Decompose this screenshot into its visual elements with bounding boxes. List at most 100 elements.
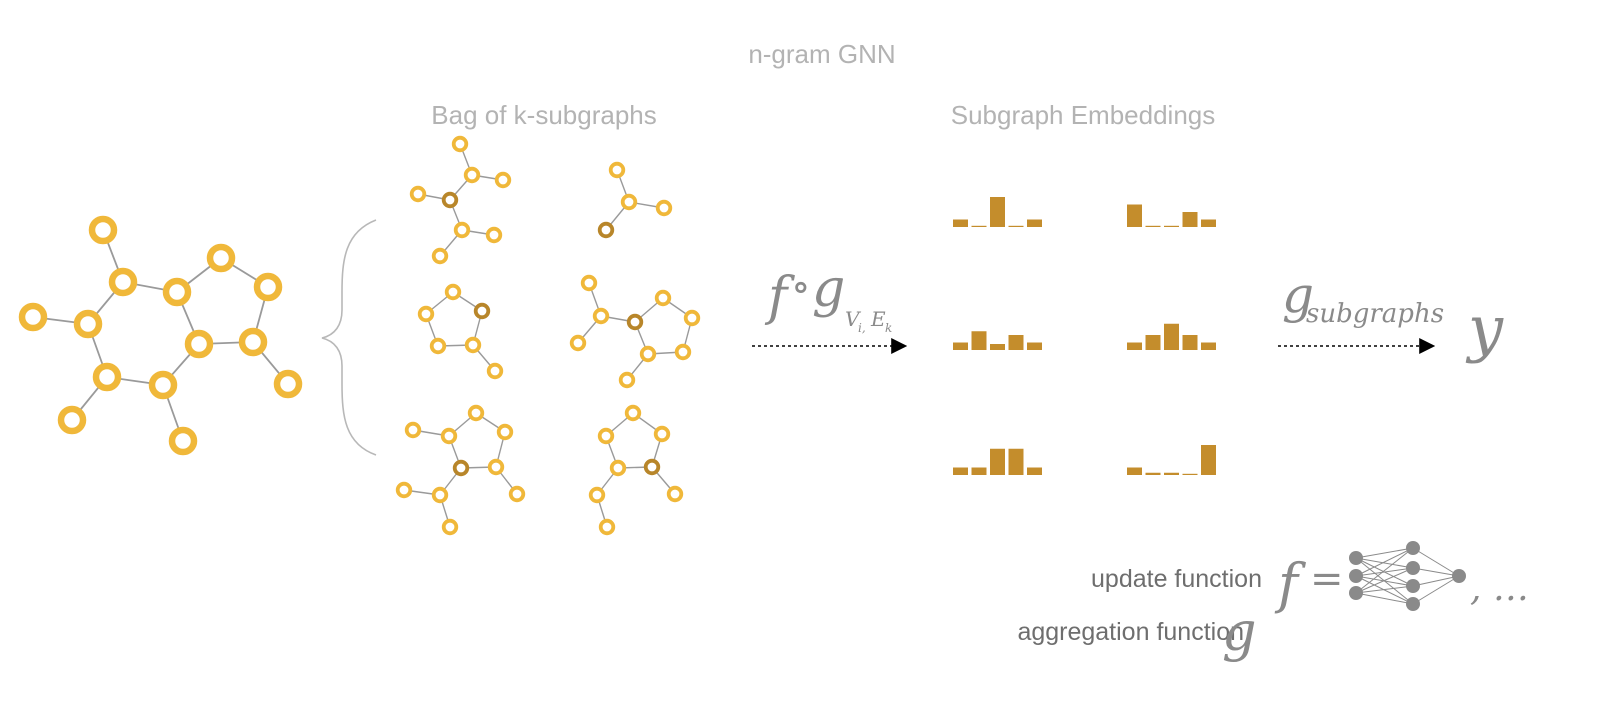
- embedding-bar: [1182, 335, 1198, 350]
- subgraph-root-node: [473, 302, 491, 320]
- nn-edge: [1355, 547, 1414, 594]
- subgraph-node: [404, 421, 422, 439]
- subgraph-root-node: [452, 459, 470, 477]
- nn-neuron: [1406, 541, 1420, 555]
- subgraph-node: [494, 171, 512, 189]
- subgraph-node: [609, 459, 627, 477]
- embedding-bar: [1127, 204, 1142, 227]
- update-f-symbol: f: [1274, 552, 1306, 615]
- graph-node: [88, 215, 118, 245]
- subgraph-node: [417, 305, 435, 323]
- subgraph-node: [666, 485, 684, 503]
- embedding-bar: [953, 219, 968, 227]
- subgraph-node: [440, 427, 458, 445]
- embedding-bar: [1182, 212, 1198, 227]
- subgraph-node: [429, 337, 447, 355]
- nn-edge: [1412, 567, 1460, 577]
- subgraph-node: [624, 404, 642, 422]
- bag-of-subgraphs: [395, 135, 701, 536]
- subgraph-node: [441, 518, 459, 536]
- subgraph-node: [620, 193, 638, 211]
- embedding-bar: [1027, 342, 1042, 350]
- embedding-bar: [1201, 342, 1216, 350]
- embedding-bar: [990, 448, 1005, 475]
- sub-i: i,: [858, 321, 866, 335]
- embedding-bar: [1164, 225, 1179, 227]
- subgraph-node: [508, 485, 526, 503]
- subgraph-node: [464, 336, 482, 354]
- embedding-bar: [1182, 473, 1198, 475]
- subgraph-node: [608, 161, 626, 179]
- bag-brace: [321, 219, 377, 456]
- embedding-bar: [971, 225, 987, 227]
- graph-node: [148, 370, 178, 400]
- subgraph-6: [588, 404, 684, 536]
- subgraph-node: [654, 289, 672, 307]
- input-graph: [18, 215, 303, 456]
- graph-node: [168, 426, 198, 456]
- subgraph-node: [639, 345, 657, 363]
- subgraph-node: [485, 226, 503, 244]
- subgraph-node: [674, 343, 692, 361]
- subgraph-node: [683, 309, 701, 327]
- embedding-bar: [990, 344, 1005, 350]
- nn-edge: [1355, 547, 1414, 577]
- embedding-bar: [953, 467, 968, 475]
- diagram-title: n-gram GNN: [748, 39, 895, 69]
- subgraph-2: [597, 161, 673, 239]
- subgraph-node: [463, 166, 481, 184]
- subgraph-node: [467, 404, 485, 422]
- subgraph-node: [451, 135, 469, 153]
- equals-sign: =: [1310, 556, 1344, 602]
- subgraph-node: [618, 371, 636, 389]
- embedding-5: [953, 448, 1042, 475]
- nn-edge: [1412, 547, 1460, 577]
- aggregation-function-label: aggregation function: [1017, 618, 1244, 646]
- subgraph-node: [395, 481, 413, 499]
- aggregation-g-symbol: g: [1222, 600, 1257, 663]
- embedding-bar: [1201, 445, 1216, 475]
- embedding-grid: [953, 197, 1216, 475]
- sub-v: V: [845, 307, 862, 331]
- output-y: y: [1465, 292, 1504, 365]
- combined-operator: f ∘ g V i, E k: [764, 259, 892, 335]
- graph-node: [253, 272, 283, 302]
- subgraph-node: [486, 362, 504, 380]
- bag-heading: Bag of k-subgraphs: [431, 100, 656, 130]
- embedding-bar: [1164, 323, 1179, 350]
- subgraph-1: [409, 135, 512, 265]
- subgraph-root-node: [643, 458, 661, 476]
- graph-node: [92, 362, 122, 392]
- graph-node: [184, 329, 214, 359]
- embedding-bar: [990, 197, 1005, 227]
- update-function-label: update function: [1091, 565, 1262, 593]
- subgraph-4: [569, 274, 701, 389]
- embedding-bar: [1145, 225, 1161, 227]
- graph-node: [57, 405, 87, 435]
- graph-node: [162, 277, 192, 307]
- embedding-1: [953, 197, 1042, 227]
- embedding-bar: [1027, 467, 1042, 475]
- embedding-6: [1127, 445, 1216, 475]
- sub-e: E: [870, 307, 886, 331]
- nn-edge: [1355, 592, 1414, 605]
- nn-neuron: [1406, 597, 1420, 611]
- subgraph-node: [444, 283, 462, 301]
- embedding-bar: [1127, 342, 1142, 350]
- graph-node: [206, 243, 236, 273]
- embedding-bar: [1008, 448, 1024, 475]
- subgraph-root-node: [441, 191, 459, 209]
- subgraph-node: [453, 221, 471, 239]
- readout-operator: g subgraphs: [1282, 266, 1444, 329]
- subgraph-root-node: [597, 221, 615, 239]
- graph-node: [73, 309, 103, 339]
- embedding-2: [1127, 204, 1216, 227]
- embedding-bar: [1145, 472, 1161, 475]
- nn-neuron: [1349, 569, 1363, 583]
- subgraphs-subscript: subgraphs: [1306, 299, 1444, 329]
- subgraph-node: [431, 247, 449, 265]
- graph-node: [238, 327, 268, 357]
- subgraph-node: [588, 486, 606, 504]
- nn-edge: [1355, 547, 1414, 559]
